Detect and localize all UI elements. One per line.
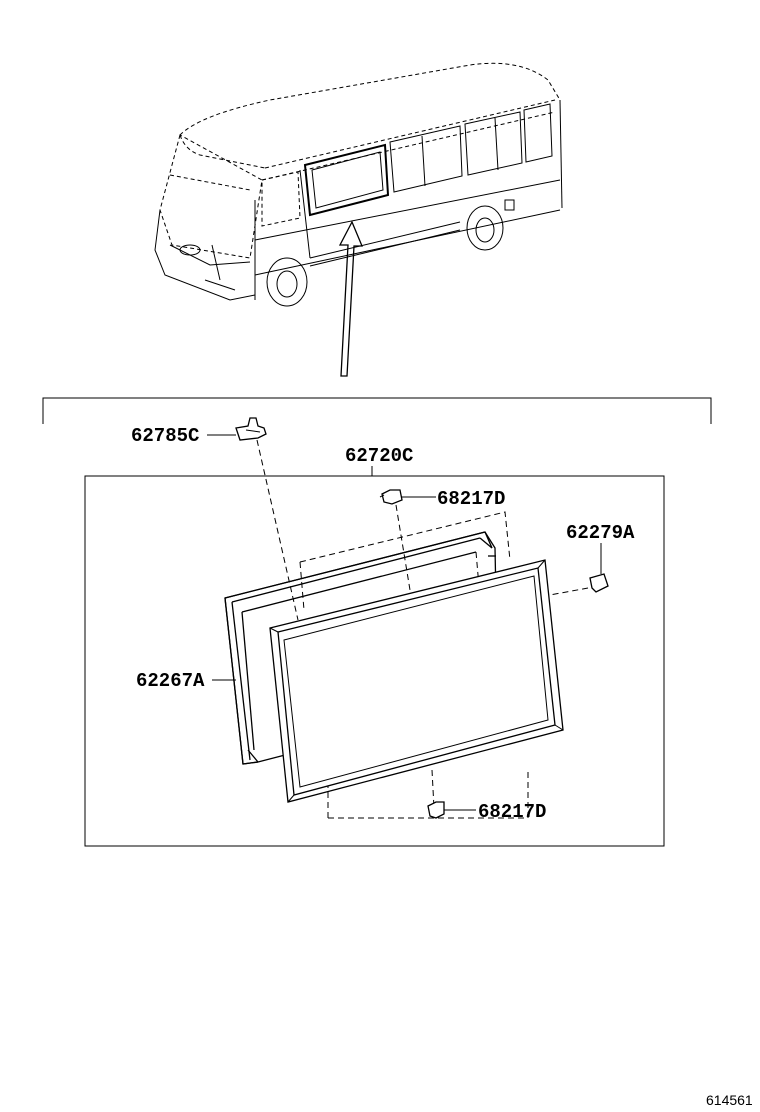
arrow-up-icon	[338, 220, 363, 377]
bus-illustration-icon	[154, 62, 563, 307]
part-label-62267a[interactable]: 62267A	[136, 670, 205, 692]
clip-icon	[379, 489, 403, 505]
glass-frame	[269, 559, 564, 803]
part-label-62785c[interactable]: 62785C	[131, 425, 199, 447]
part-label-62720c[interactable]: 62720C	[345, 445, 413, 467]
figure-ref-number: 614561	[706, 1092, 753, 1108]
part-label-62279a[interactable]: 62279A	[566, 522, 635, 544]
spacer-block-icon	[589, 573, 609, 593]
retainer-icon	[235, 417, 267, 441]
part-label-68217d-top[interactable]: 68217D	[437, 488, 505, 510]
clip-icon-bottom	[427, 801, 445, 819]
assembly-box	[84, 475, 665, 847]
group-bracket	[42, 397, 712, 424]
part-label-68217d-bottom[interactable]: 68217D	[478, 801, 546, 823]
